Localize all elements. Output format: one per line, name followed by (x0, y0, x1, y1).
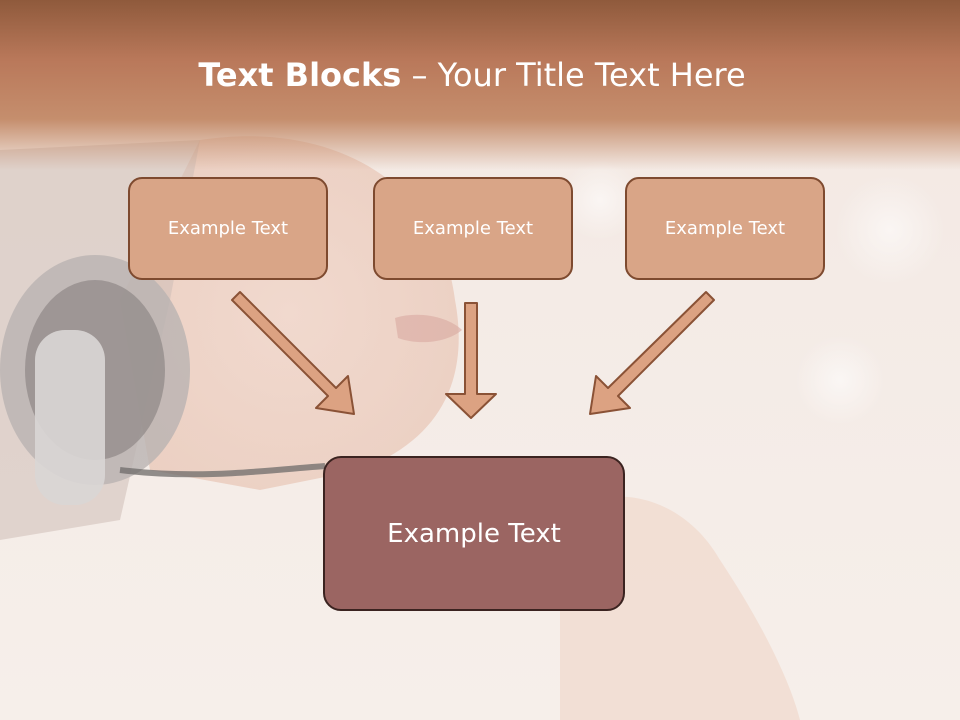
text-box-3-label: Example Text (664, 218, 786, 239)
text-box-1-label: Example Text (167, 218, 289, 239)
slide-title: Text Blocks – Your Title Text Here (0, 52, 944, 98)
title-bold: Text Blocks (198, 56, 402, 94)
text-box-1[interactable]: Example Text (128, 177, 328, 280)
text-box-main[interactable]: Example Text (323, 456, 625, 611)
text-box-3[interactable]: Example Text (625, 177, 825, 280)
text-box-main-label: Example Text (387, 518, 561, 549)
text-box-2[interactable]: Example Text (373, 177, 573, 280)
headset-mic (119, 463, 326, 478)
text-box-2-label: Example Text (412, 218, 534, 239)
header-band (0, 0, 960, 170)
title-rest: – Your Title Text Here (401, 56, 746, 94)
headphone-band (35, 330, 105, 505)
